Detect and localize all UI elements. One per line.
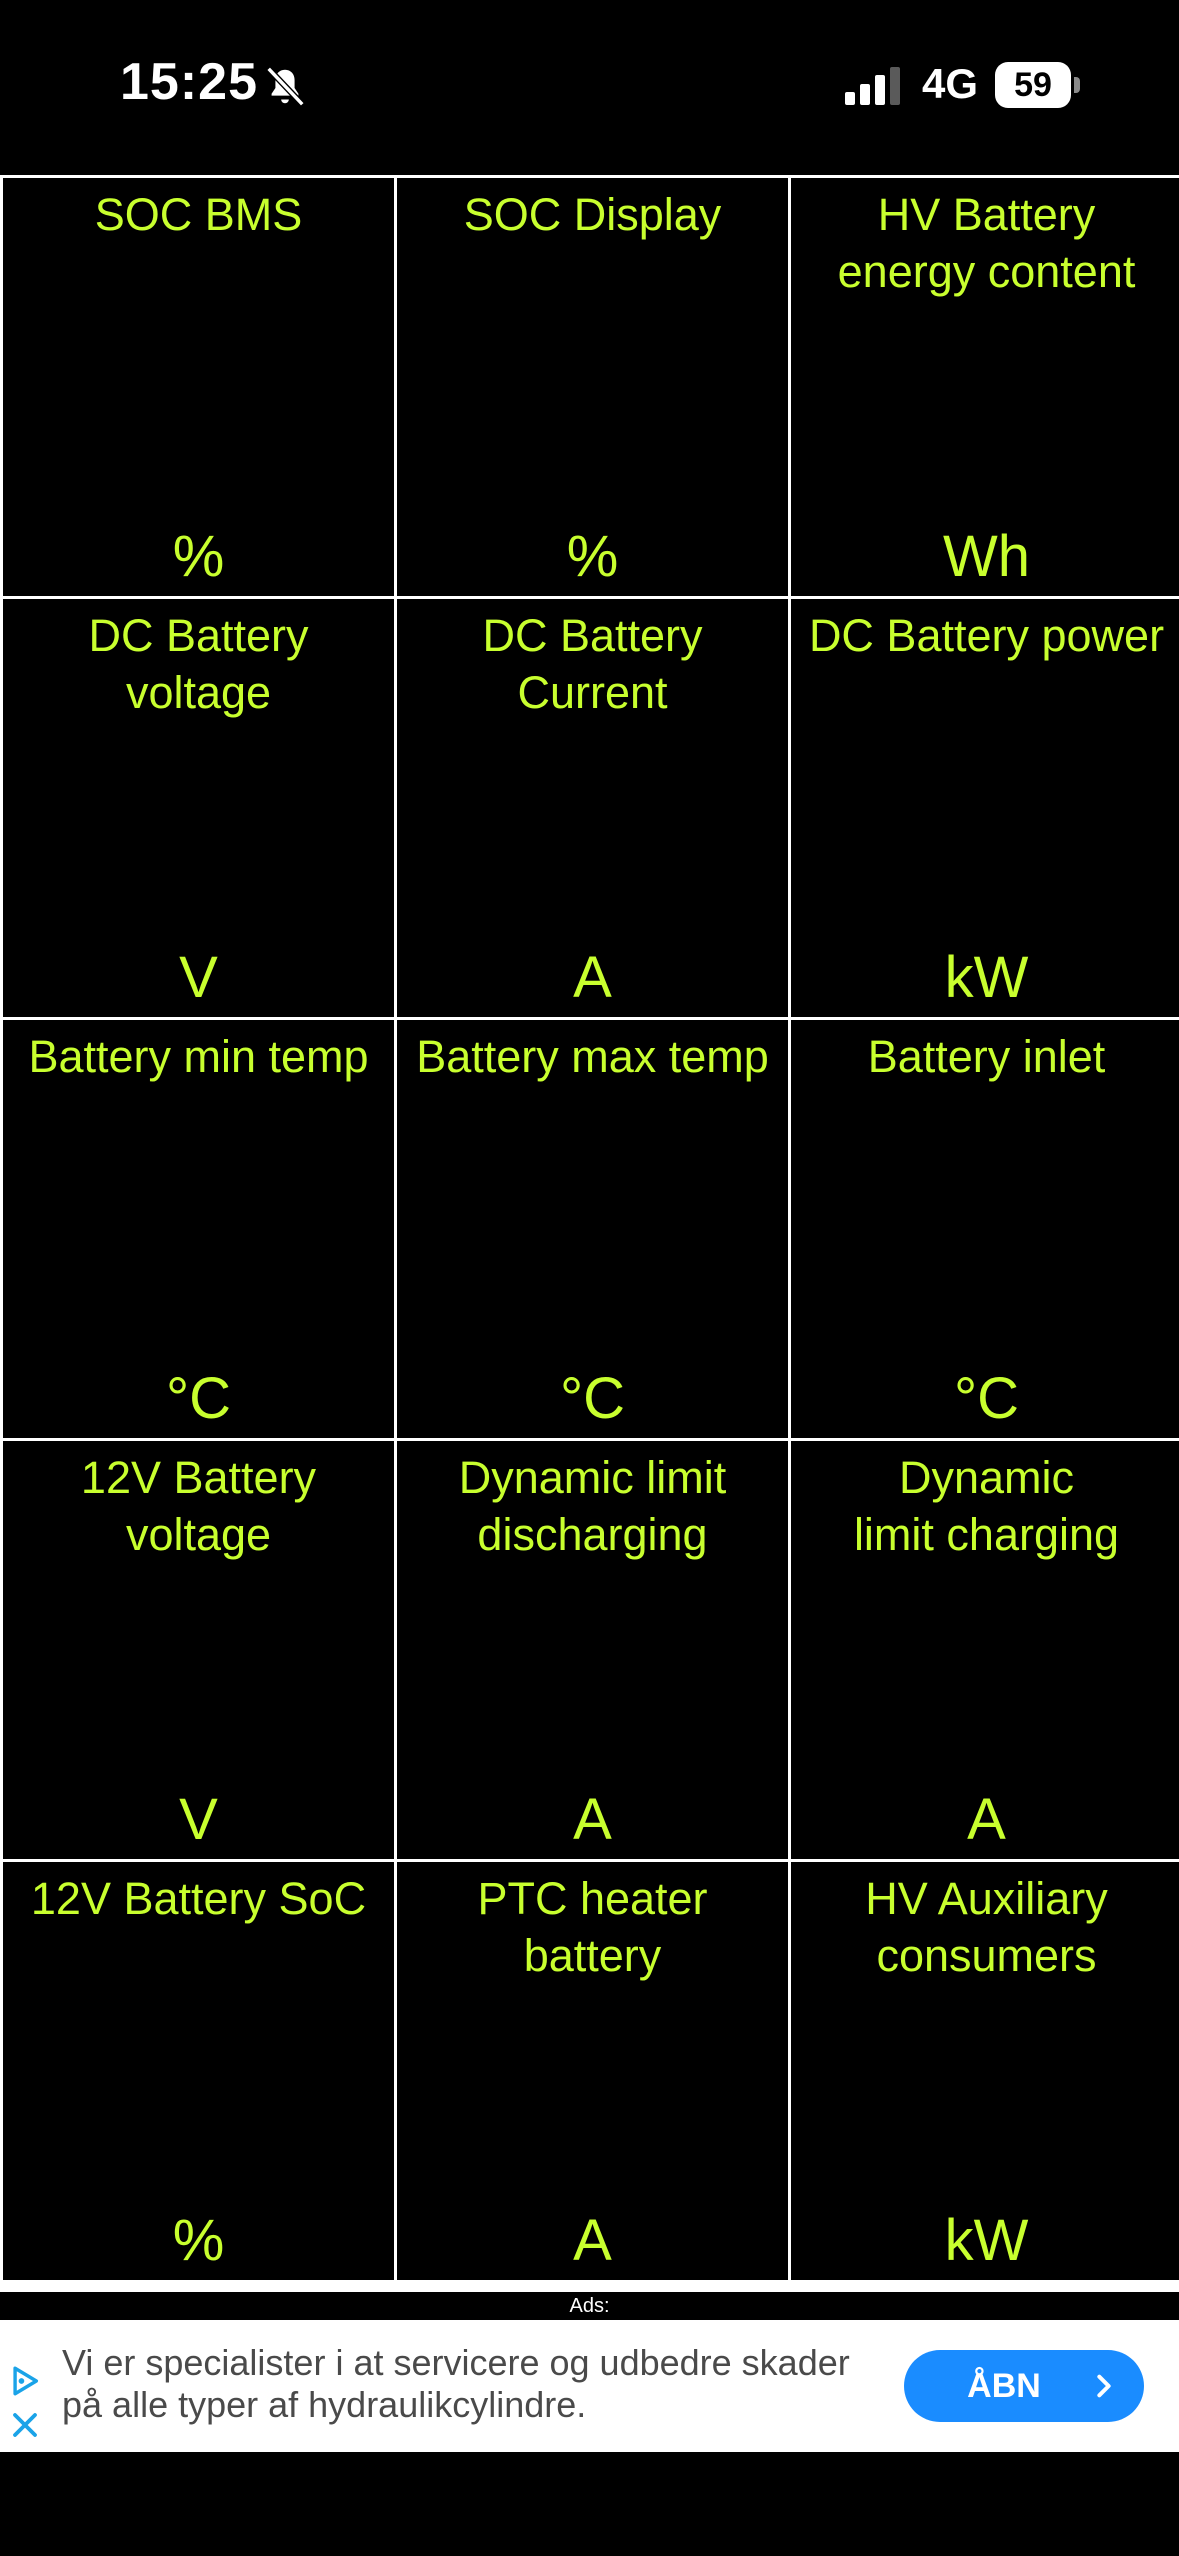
gauge-title: Dynamic limit charging [853, 1452, 1120, 1560]
gauge-unit: V [179, 1787, 218, 1852]
status-bar: 15:25 4G 59 [0, 0, 1179, 175]
gauge-title: PTC heater battery [477, 1873, 708, 1981]
gauge-hv-auxiliary-consumers[interactable]: HV Auxiliary consumers kW [791, 1862, 1179, 2280]
gauge-title: Battery max temp [416, 1031, 769, 1082]
gauge-hv-battery-energy[interactable]: HV Battery energy content Wh [791, 178, 1179, 596]
gauge-dynamic-limit-charging[interactable]: Dynamic limit charging A [791, 1441, 1179, 1859]
gauge-dc-battery-current[interactable]: DC Battery Current A [397, 599, 788, 1017]
gauge-12v-battery-voltage[interactable]: 12V Battery voltage V [3, 1441, 394, 1859]
gauge-title: 12V Battery SoC [30, 1873, 367, 1924]
battery-level: 59 [995, 62, 1071, 108]
gauge-unit: A [573, 945, 612, 1010]
gauge-title: SOC BMS [94, 189, 303, 240]
gauge-unit: kW [944, 945, 1029, 1010]
gauge-title: DC Battery power [808, 610, 1165, 661]
battery-icon: 59 [995, 62, 1081, 110]
cellular-signal-icon [845, 67, 900, 105]
gauge-title: HV Battery energy content [837, 189, 1136, 297]
bell-muted-icon [266, 66, 305, 107]
gauge-title: Battery min temp [28, 1031, 369, 1082]
gauge-battery-min-temp[interactable]: Battery min temp °C [3, 1020, 394, 1438]
gauge-title: SOC Display [463, 189, 722, 240]
gauge-unit: % [172, 524, 225, 589]
gauge-title: HV Auxiliary consumers [865, 1873, 1108, 1981]
gauge-soc-bms[interactable]: SOC BMS % [3, 178, 394, 596]
gauge-unit: °C [953, 1366, 1020, 1431]
ad-choices-icon[interactable] [8, 2364, 42, 2398]
gauge-unit: °C [559, 1366, 626, 1431]
gauge-unit: Wh [943, 524, 1030, 589]
gauge-title: 12V Battery voltage [80, 1452, 317, 1560]
gauge-ptc-heater-battery[interactable]: PTC heater battery A [397, 1862, 788, 2280]
gauge-unit: A [573, 2208, 612, 2273]
status-time: 15:25 [120, 53, 258, 111]
gauge-dynamic-limit-discharging[interactable]: Dynamic limit discharging A [397, 1441, 788, 1859]
gauge-unit: % [172, 2208, 225, 2273]
gauge-title: Battery inlet [867, 1031, 1106, 1082]
gauge-battery-max-temp[interactable]: Battery max temp °C [397, 1020, 788, 1438]
gauge-title: DC Battery voltage [88, 610, 309, 718]
ads-label: Ads: [0, 2292, 1179, 2320]
ad-open-button[interactable]: ÅBN [904, 2350, 1144, 2422]
gauge-unit: % [566, 524, 619, 589]
gauge-unit: A [967, 1787, 1006, 1852]
gauge-unit: kW [944, 2208, 1029, 2273]
gauge-title: DC Battery Current [482, 610, 703, 718]
gauge-battery-inlet[interactable]: Battery inlet °C [791, 1020, 1179, 1438]
gauge-unit: V [179, 945, 218, 1010]
gauge-dc-battery-voltage[interactable]: DC Battery voltage V [3, 599, 394, 1017]
gauge-unit: °C [165, 1366, 232, 1431]
gauge-soc-display[interactable]: SOC Display % [397, 178, 788, 596]
ad-text[interactable]: Vi er specialister i at servicere og udb… [62, 2342, 850, 2425]
network-type: 4G [922, 60, 979, 107]
bottom-area [0, 2452, 1179, 2556]
gauge-unit: A [573, 1787, 612, 1852]
close-icon[interactable] [10, 2410, 40, 2440]
ad-open-button-label: ÅBN [967, 2367, 1041, 2405]
battery-tip [1074, 77, 1080, 93]
ad-banner[interactable]: Vi er specialister i at servicere og udb… [0, 2320, 1179, 2452]
gauge-grid: SOC BMS % SOC Display % HV Battery energ… [0, 175, 1179, 2292]
chevron-right-icon [1097, 2374, 1111, 2398]
gauge-title: Dynamic limit discharging [458, 1452, 727, 1560]
gauge-12v-battery-soc[interactable]: 12V Battery SoC % [3, 1862, 394, 2280]
gauge-dc-battery-power[interactable]: DC Battery power kW [791, 599, 1179, 1017]
